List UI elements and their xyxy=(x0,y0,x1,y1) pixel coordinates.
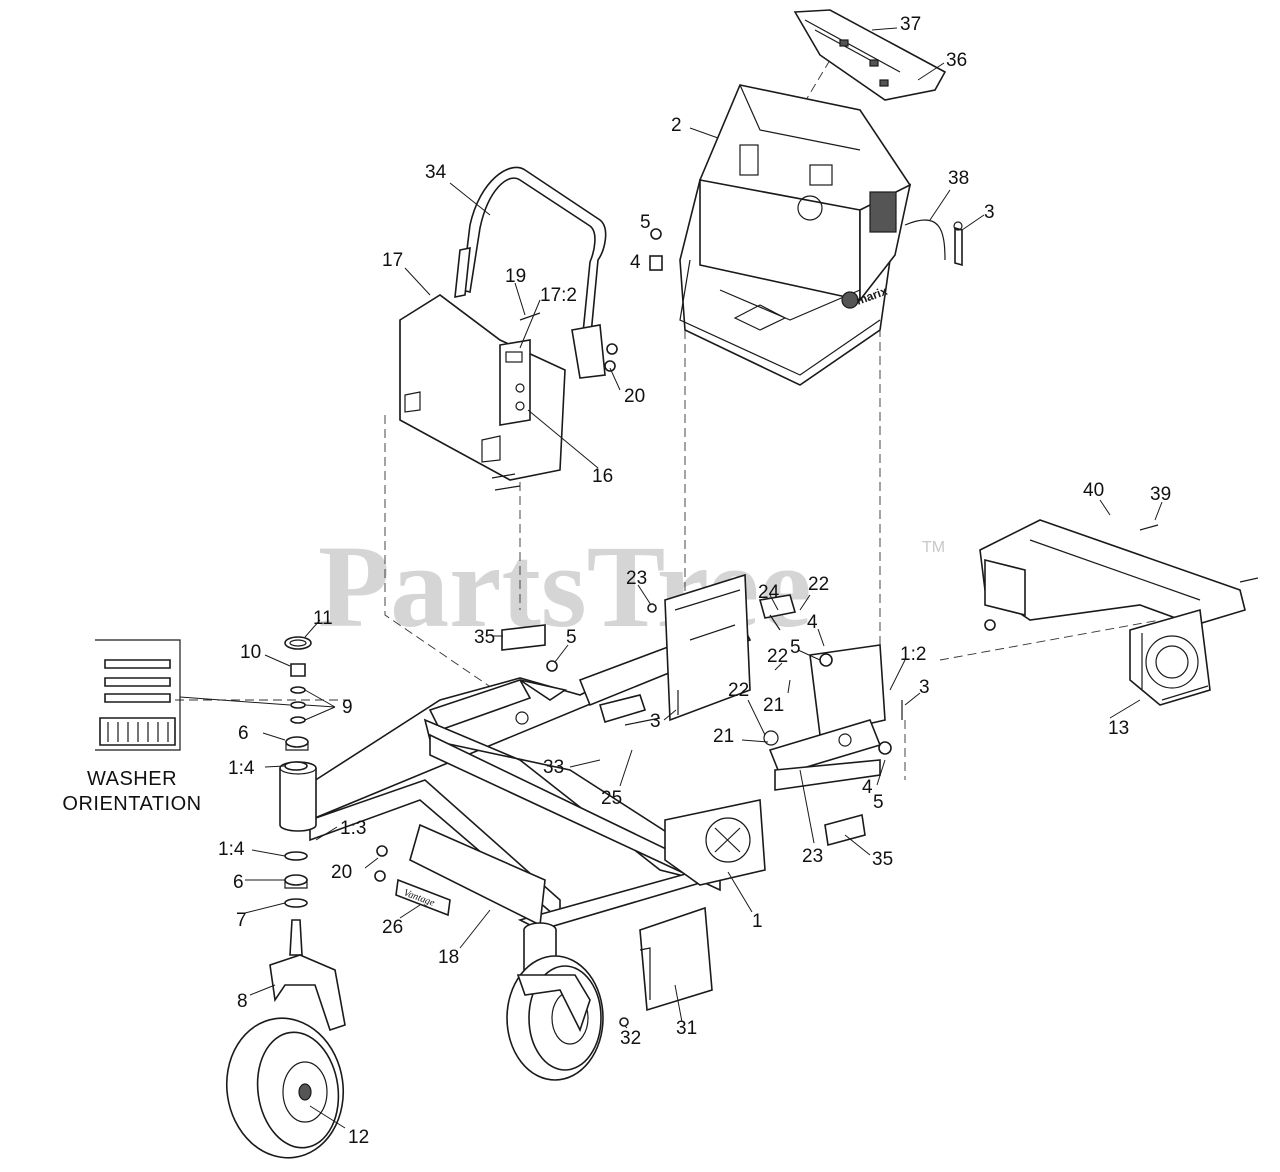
control-panel-plate xyxy=(793,9,947,101)
callout-6: 6 xyxy=(238,723,249,744)
small-hardware xyxy=(374,594,903,882)
callout-22c: 22 xyxy=(728,680,749,701)
callout-25: 25 xyxy=(601,788,622,809)
callout-5: 5 xyxy=(640,212,651,233)
callout-11: 11 xyxy=(313,608,333,629)
callout-40: 40 xyxy=(1083,480,1104,501)
housing-bracket xyxy=(399,294,566,491)
callout-34: 34 xyxy=(425,162,447,183)
callout-labels: 37 36 2 34 38 3 5 4 17 19 17:2 20 16 40 … xyxy=(218,14,1171,1148)
callout-17-2: 17:2 xyxy=(540,285,577,306)
callout-6b: 6 xyxy=(233,872,244,893)
callout-22: 22 xyxy=(808,574,829,595)
handle-bar xyxy=(454,166,607,347)
callout-10: 10 xyxy=(240,642,261,663)
callout-4b: 4 xyxy=(807,612,818,633)
callout-1-4: 1:4 xyxy=(228,758,255,779)
housing-bolts xyxy=(519,312,618,379)
callout-3b: 3 xyxy=(919,677,930,698)
drive-wheel xyxy=(506,922,604,1081)
callout-31: 31 xyxy=(676,1018,697,1039)
decal-badge: Vantage xyxy=(395,878,451,917)
callout-36: 36 xyxy=(946,50,967,71)
callout-9: 9 xyxy=(342,697,353,718)
callout-20b: 20 xyxy=(331,862,352,883)
cable-assembly xyxy=(904,219,963,267)
callout-21b: 21 xyxy=(713,726,734,747)
callout-4: 4 xyxy=(630,252,641,273)
caster-fork xyxy=(269,919,346,1032)
callout-39: 39 xyxy=(1150,484,1171,505)
callout-19: 19 xyxy=(505,266,526,287)
callout-26: 26 xyxy=(382,917,403,938)
callout-21: 21 xyxy=(763,695,784,716)
callout-17: 17 xyxy=(382,250,403,271)
callout-1: 1 xyxy=(752,911,763,932)
callout-1-2: 1:2 xyxy=(900,644,926,665)
callout-16: 16 xyxy=(592,466,613,487)
decal-35 xyxy=(501,624,866,847)
callout-33: 33 xyxy=(543,757,564,778)
leader-lines xyxy=(244,27,1163,1129)
tower-spacer xyxy=(649,228,663,271)
callout-2: 2 xyxy=(671,115,682,136)
caster-tube xyxy=(279,761,317,832)
callout-12: 12 xyxy=(348,1127,369,1148)
callout-38: 38 xyxy=(948,168,969,189)
callout-18: 18 xyxy=(438,947,459,968)
callout-5c: 5 xyxy=(790,637,801,658)
callout-20: 20 xyxy=(624,386,645,407)
callout-37: 37 xyxy=(900,14,921,35)
trademark-mark: TM xyxy=(922,539,945,556)
callout-4c: 4 xyxy=(862,777,873,798)
callout-35b: 35 xyxy=(872,849,893,870)
front-caster-wheel xyxy=(225,1017,345,1159)
main-frame xyxy=(299,573,886,931)
washer-orientation-inset xyxy=(95,639,291,751)
caster-bearing-stack xyxy=(284,636,312,908)
washer-caption-line1: WASHER xyxy=(87,768,177,790)
callout-23b: 23 xyxy=(802,846,823,867)
callout-3c: 3 xyxy=(650,711,661,732)
washer-caption-line2: ORIENTATION xyxy=(62,793,201,815)
callout-5d: 5 xyxy=(873,792,884,813)
callout-3: 3 xyxy=(984,202,995,223)
callout-7: 7 xyxy=(236,910,247,931)
callout-5b: 5 xyxy=(566,627,577,648)
callout-35: 35 xyxy=(474,627,495,648)
rear-mount-bracket xyxy=(979,519,1259,706)
callout-1-4b: 1:4 xyxy=(218,839,245,860)
callout-32: 32 xyxy=(620,1028,641,1049)
callout-8: 8 xyxy=(237,991,248,1012)
cover-plate xyxy=(619,906,713,1027)
control-tower: marix xyxy=(679,84,912,386)
callout-23: 23 xyxy=(626,568,647,589)
callout-24: 24 xyxy=(758,582,780,603)
callout-22b: 22 xyxy=(767,646,788,667)
callout-13: 13 xyxy=(1108,718,1129,739)
callout-1-3: 1:3 xyxy=(340,818,366,839)
